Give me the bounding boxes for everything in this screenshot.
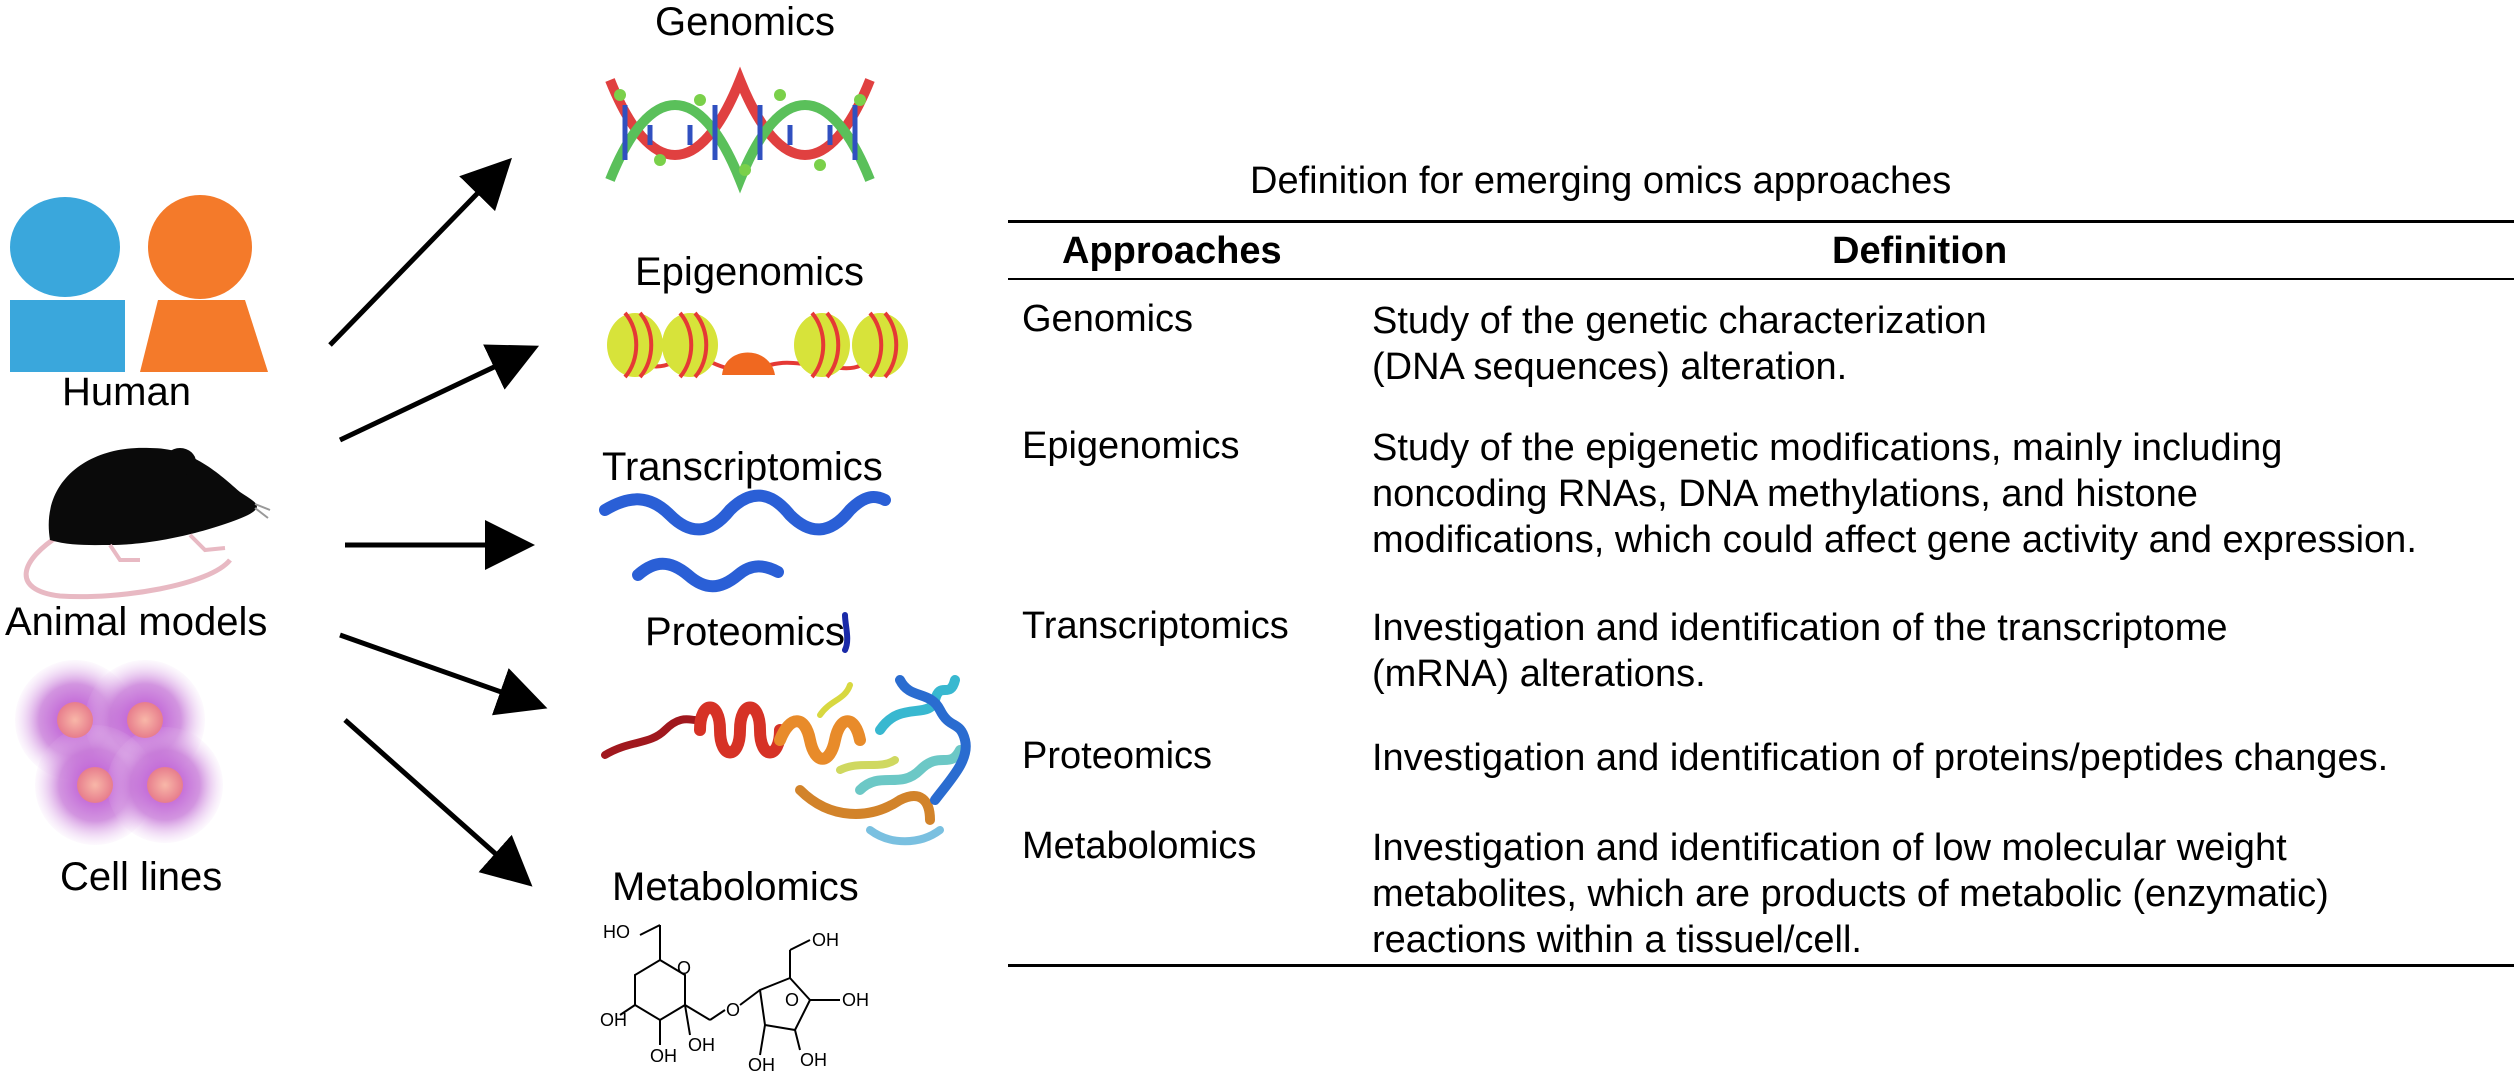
table-row-approach: Metabolomics bbox=[1022, 825, 1257, 867]
definition-line: (DNA sequences) alteration. bbox=[1372, 346, 1848, 388]
cell-lines-icon bbox=[15, 660, 223, 845]
definition-line: (mRNA) alterations. bbox=[1372, 653, 1706, 695]
source-label-animal-models: Animal models bbox=[5, 600, 268, 644]
definition-line: Study of the epigenetic modifications, m… bbox=[1372, 427, 2283, 469]
table-title: Definition for emerging omics approaches bbox=[1250, 160, 1952, 202]
table-header-definition: Definition bbox=[1832, 230, 2008, 272]
omics-label-metabolomics: Metabolomics bbox=[612, 865, 859, 909]
dna-helix-icon bbox=[605, 66, 875, 194]
arrow-to-genomics bbox=[328, 157, 512, 347]
atom-label: OH bbox=[812, 930, 839, 950]
rna-strand-icon bbox=[599, 489, 891, 593]
nucleosome-icon bbox=[607, 311, 908, 379]
table-header-approaches: Approaches bbox=[1062, 230, 1282, 272]
atom-label: O bbox=[726, 1000, 741, 1020]
atom-label: O bbox=[677, 958, 692, 978]
definition-line: noncoding RNAs, DNA methylations, and hi… bbox=[1372, 473, 2198, 515]
mouse-icon bbox=[23, 447, 271, 600]
table-row-approach: Transcriptomics bbox=[1022, 605, 1289, 647]
definition-line: Investigation and identification of prot… bbox=[1372, 737, 2389, 779]
table-row-definition: Study of the epigenetic modifications, m… bbox=[1372, 425, 2417, 563]
table-row-definition: Investigation and identification of the … bbox=[1372, 605, 2228, 697]
definition-line: metabolites, which are products of metab… bbox=[1372, 873, 2329, 915]
atom-label: OH bbox=[600, 1010, 627, 1030]
definition-line: Investigation and identification of low … bbox=[1372, 827, 2287, 869]
arrow-to-proteomics bbox=[339, 632, 548, 716]
atom-label: HO bbox=[603, 922, 630, 942]
table-row-definition: Investigation and identification of prot… bbox=[1372, 735, 2388, 781]
omics-label-epigenomics: Epigenomics bbox=[635, 250, 865, 294]
table-row-approach: Genomics bbox=[1022, 298, 1194, 340]
table-bottom-rule bbox=[1008, 964, 2514, 967]
source-label-human: Human bbox=[62, 370, 191, 414]
atom-label: OH bbox=[688, 1035, 715, 1055]
table-top-rule bbox=[1008, 220, 2514, 223]
sucrose-molecule-icon bbox=[619, 924, 840, 1056]
atom-label: OH bbox=[800, 1050, 827, 1070]
definition-line: modifications, which could affect gene a… bbox=[1372, 519, 2417, 561]
definition-line: Study of the genetic characterization bbox=[1372, 300, 1987, 342]
atom-label: OH bbox=[650, 1046, 677, 1066]
definition-line: Investigation and identification of the … bbox=[1372, 607, 2228, 649]
arrow-to-epigenomics bbox=[338, 344, 540, 443]
table-row-approach: Epigenomics bbox=[1022, 425, 1240, 467]
human-icon bbox=[10, 195, 268, 372]
omics-label-proteomics: Proteomics bbox=[645, 610, 846, 654]
atom-label: OH bbox=[748, 1055, 775, 1075]
atom-label: O bbox=[785, 990, 800, 1010]
definition-line: reactions within a tissuel/cell. bbox=[1372, 919, 1862, 961]
arrow-to-metabolomics bbox=[343, 718, 533, 887]
table-row-approach: Proteomics bbox=[1022, 735, 1213, 777]
omics-label-transcriptomics: Transcriptomics bbox=[602, 445, 883, 489]
source-label-cell-lines: Cell lines bbox=[60, 855, 223, 899]
protein-structure-icon bbox=[601, 612, 971, 846]
table-row-definition: Study of the genetic characterization (D… bbox=[1372, 298, 1987, 390]
arrows bbox=[328, 157, 548, 887]
table-row-definition: Investigation and identification of low … bbox=[1372, 825, 2329, 963]
atom-label: OH bbox=[842, 990, 869, 1010]
table-header-rule bbox=[1008, 278, 2514, 280]
omics-label-genomics: Genomics bbox=[655, 0, 836, 44]
